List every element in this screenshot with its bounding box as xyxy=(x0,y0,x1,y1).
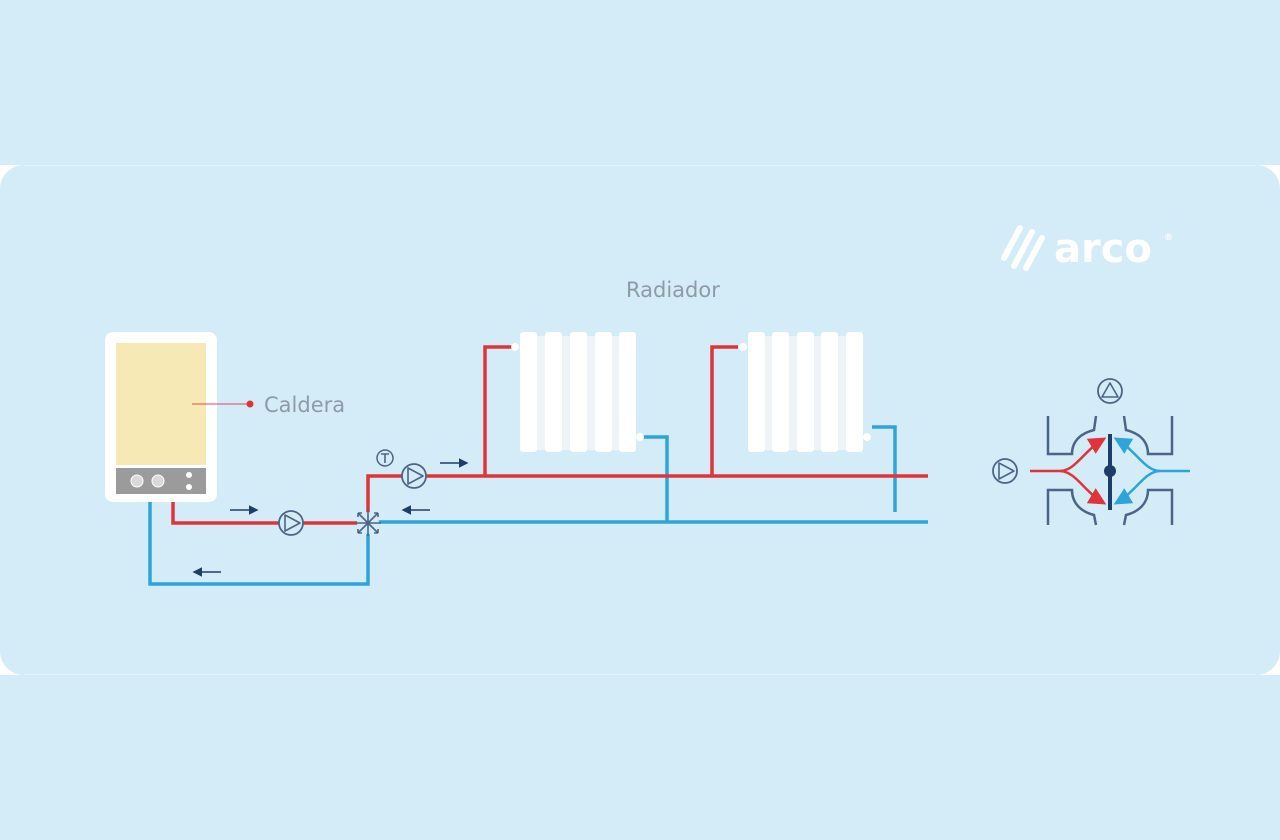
primary-return-pipe xyxy=(148,502,370,586)
radiator-2-return xyxy=(872,425,897,512)
pump-right-icon xyxy=(992,458,1018,484)
panel-corner xyxy=(0,627,48,675)
panel-corner xyxy=(1232,627,1280,675)
radiator-1-return xyxy=(642,435,669,522)
arco-logo-icon xyxy=(1001,225,1045,271)
valve-detail xyxy=(992,378,1190,526)
boiler-callout-dot xyxy=(246,400,254,408)
boiler xyxy=(105,332,217,502)
mixing-valve-icon xyxy=(355,510,381,536)
primary-supply-pipe xyxy=(171,502,368,525)
pump-up-icon xyxy=(1097,378,1123,404)
boiler-knob xyxy=(130,474,144,488)
radiator-label: Radiador xyxy=(626,278,720,302)
secondary-supply-pipe xyxy=(366,474,928,523)
boiler-indicator xyxy=(186,472,192,478)
panel-edge xyxy=(24,165,1256,166)
radiator-2 xyxy=(739,332,871,452)
boiler-label: Caldera xyxy=(264,393,345,417)
trademark: ® xyxy=(1164,233,1173,243)
radiator-1-supply xyxy=(483,345,512,476)
cold-flow-arrow xyxy=(1113,469,1161,505)
boiler-knob xyxy=(151,474,165,488)
panel-corner xyxy=(1232,165,1280,213)
thermostat-icon xyxy=(376,449,394,467)
panel-edge xyxy=(24,674,1256,675)
pump-icon xyxy=(401,463,427,489)
radiator-2-supply xyxy=(710,345,738,476)
brand-name: arco xyxy=(1054,226,1152,272)
panel-corner xyxy=(0,165,48,213)
boiler-indicator xyxy=(186,484,192,490)
radiator-1 xyxy=(511,332,644,452)
pump-icon xyxy=(278,510,304,536)
hot-flow-arrow xyxy=(1059,469,1107,505)
hot-flow-arrow xyxy=(1030,437,1107,473)
arco-logo: arco ® xyxy=(1001,225,1173,272)
cold-flow-arrow xyxy=(1113,437,1190,473)
valve-pivot xyxy=(1104,465,1116,477)
valve-housing xyxy=(1046,415,1174,526)
boiler-body xyxy=(116,343,206,465)
